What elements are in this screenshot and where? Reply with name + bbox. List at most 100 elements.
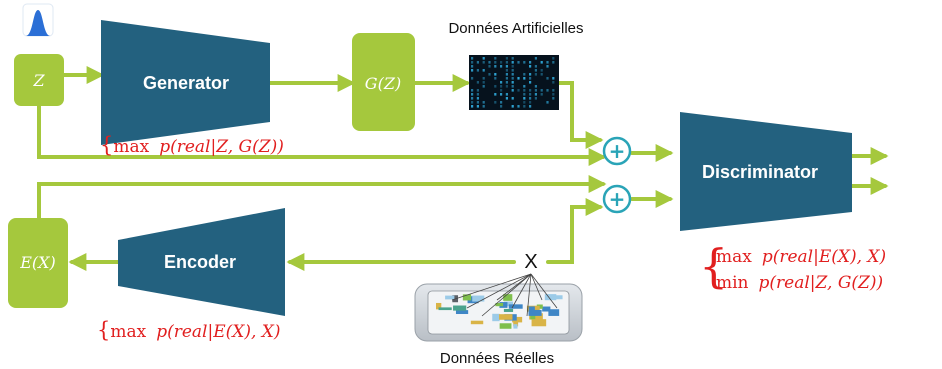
matrix-glyph [511, 65, 514, 68]
circuit-board-image [414, 273, 583, 342]
matrix-glyph [529, 61, 532, 64]
matrix-glyph [476, 89, 479, 92]
circuit-component [438, 307, 452, 311]
circuit-link-line [451, 273, 532, 301]
matrix-glyph [471, 97, 474, 100]
circuit-component [499, 323, 512, 329]
matrix-glyph [534, 97, 537, 100]
matrix-glyph [540, 93, 543, 96]
matrix-glyph [482, 105, 485, 108]
circuit-component [462, 294, 472, 301]
matrix-glyph [505, 97, 508, 100]
matrix-glyph [534, 93, 537, 96]
discriminator-objective-op-2: min [716, 273, 749, 293]
circuit-component [513, 319, 519, 327]
matrix-glyph [471, 93, 474, 96]
matrix-glyph [540, 73, 543, 76]
matrix-glyph [494, 61, 497, 64]
z-label: Z [32, 71, 45, 90]
encoder-objective-op: max [110, 322, 146, 342]
matrix-glyph [500, 65, 503, 68]
matrix-glyph [494, 93, 497, 96]
matrix-glyph [511, 81, 514, 84]
matrix-glyph [529, 81, 532, 84]
matrix-glyph [471, 89, 474, 92]
ex-node: E(X) [8, 218, 68, 308]
matrix-glyph [482, 77, 485, 80]
matrix-glyph [529, 89, 532, 92]
matrix-glyph [511, 73, 514, 76]
x-label: X [524, 251, 537, 273]
discriminator-node: Discriminator [680, 112, 852, 231]
matrix-glyph [476, 69, 479, 72]
circuit-component [445, 295, 455, 300]
arrow-fake-data-to-plus-top [557, 81, 604, 149]
circuit-component [513, 324, 518, 329]
matrix-glyph [534, 69, 537, 72]
matrix-glyph [529, 97, 532, 100]
matrix-glyph [523, 61, 526, 64]
matrix-glyph [505, 93, 508, 96]
matrix-glyph [534, 85, 537, 88]
matrix-glyph [552, 77, 555, 80]
discriminator-objective-expr-2: p(real|Z, G(Z)) [759, 273, 884, 293]
circuit-component [531, 319, 547, 327]
generator-objective-expr: p(real|Z, G(Z)) [159, 137, 284, 157]
circuit-component [536, 304, 543, 309]
matrix-glyph [505, 81, 508, 84]
matrix-glyph [517, 61, 520, 64]
matrix-glyph [500, 85, 503, 88]
circuit-component [542, 306, 551, 312]
matrix-glyph [511, 105, 514, 108]
matrix-glyph [476, 101, 479, 104]
matrix-glyph [552, 57, 555, 60]
matrix-glyph [534, 73, 537, 76]
gz-node: G(Z) [352, 33, 415, 131]
plus-sign-top: + [609, 139, 626, 163]
matrix-glyph [552, 93, 555, 96]
circuit-component [548, 309, 560, 316]
matrix-glyph [546, 61, 549, 64]
circuit-component [528, 306, 535, 312]
circuit-link-line [481, 273, 532, 317]
circuit-link-line [530, 273, 558, 309]
matrix-glyph [500, 105, 503, 108]
circuit-component [508, 304, 523, 309]
matrix-glyph [488, 65, 491, 68]
matrix-glyph [476, 81, 479, 84]
generator-objective-op: max [113, 137, 149, 157]
matrix-glyph [529, 93, 532, 96]
generator-label: Generator [143, 73, 229, 93]
plus-junction-bottom: + [602, 184, 632, 214]
circuit-component [528, 309, 542, 316]
matrix-glyph [511, 97, 514, 100]
matrix-glyph [471, 65, 474, 68]
circuit-component [495, 302, 504, 307]
circuit-component [512, 316, 523, 323]
matrix-glyph [482, 85, 485, 88]
matrix-glyph [505, 77, 508, 80]
matrix-glyph [552, 61, 555, 64]
matrix-glyph [494, 101, 497, 104]
matrix-glyph [511, 89, 514, 92]
matrix-glyph [500, 61, 503, 64]
matrix-glyph [494, 57, 497, 60]
real-data-caption: Données Réelles [440, 350, 554, 367]
matrix-glyph [505, 65, 508, 68]
circuit-link-line [511, 273, 532, 309]
circuit-component [530, 312, 536, 320]
matrix-glyph [523, 105, 526, 108]
matrix-glyph [529, 73, 532, 76]
connections [37, 66, 889, 271]
circuit-component [470, 320, 484, 325]
matrix-glyph [482, 69, 485, 72]
circuit-component [544, 294, 557, 301]
encoder-objective-brace: { [97, 318, 110, 342]
matrix-glyph [540, 89, 543, 92]
